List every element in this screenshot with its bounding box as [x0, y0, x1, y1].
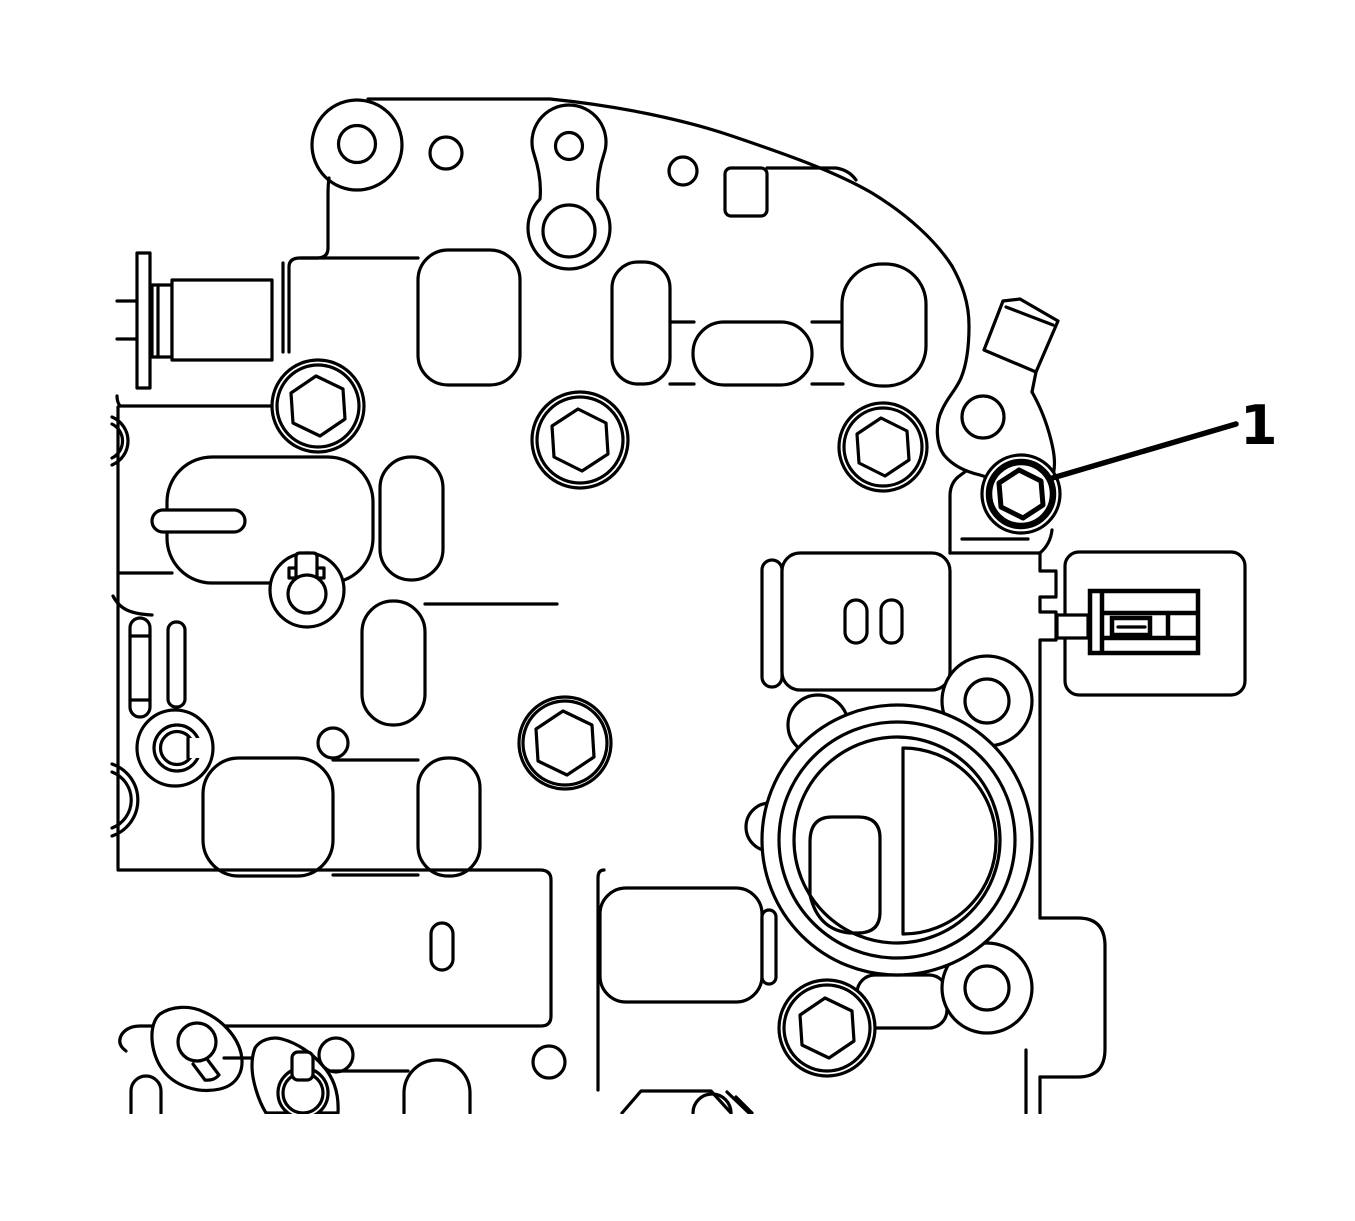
callout-leader-line	[1046, 421, 1239, 482]
pump-bore-flange	[744, 654, 1034, 1035]
hex-bolt	[837, 401, 929, 493]
valve-channel	[610, 260, 672, 386]
callout-1: 1	[1046, 394, 1278, 482]
figure-eight-boss	[526, 103, 612, 271]
ear-bolt-hole	[963, 677, 1011, 725]
left-edge-features	[110, 394, 274, 870]
body-top-edge	[366, 97, 954, 268]
hex-bolt	[270, 358, 366, 454]
horizontal-channel	[668, 320, 845, 387]
lower-channels	[201, 756, 482, 972]
sensor-bracket-arm	[935, 264, 1060, 555]
callout-label: 1	[1240, 394, 1278, 457]
bracket-hole	[960, 394, 1006, 440]
square-notch	[723, 166, 858, 218]
valve-channel	[360, 599, 427, 727]
valve-channel	[416, 248, 522, 387]
connector-latch-tab	[1055, 613, 1090, 640]
callout-target-bolt	[980, 453, 1062, 535]
cam-adjuster-bolt	[135, 708, 215, 788]
spring-slots	[128, 616, 187, 719]
bolt-hole	[428, 135, 464, 171]
bore-insert-d	[901, 746, 998, 936]
bottom-cam-bolt	[250, 1036, 340, 1114]
cast-pad	[840, 262, 928, 388]
valve-channel	[378, 455, 445, 582]
bolt-hole	[531, 1044, 567, 1080]
hex-bolt	[777, 978, 877, 1078]
hex-bolt	[517, 695, 613, 791]
top-left-bolt-boss	[310, 98, 404, 192]
sensor-stub	[982, 297, 1060, 374]
bolt-hole	[317, 1036, 355, 1074]
bottom-cam-bolt	[150, 1005, 244, 1093]
bottom-slot	[129, 1074, 163, 1114]
bore-insert-left	[808, 815, 882, 935]
keyhole-bolt	[268, 551, 346, 629]
ear-bolt-hole	[963, 964, 1011, 1012]
accumulator-plunger	[115, 176, 331, 390]
hex-bolt	[530, 390, 630, 490]
bolt-hole	[667, 155, 699, 187]
arch-slot	[402, 1058, 472, 1114]
electrical-connector	[1055, 550, 1247, 697]
connector-socket	[1087, 588, 1201, 656]
shift-solenoid-bottom	[598, 886, 778, 1004]
body-right-edge	[1024, 551, 1107, 1114]
cast-blob	[150, 455, 375, 585]
body-lower-edges	[116, 868, 754, 1114]
shift-solenoid-right	[760, 551, 952, 692]
bolt-hole	[316, 726, 350, 760]
